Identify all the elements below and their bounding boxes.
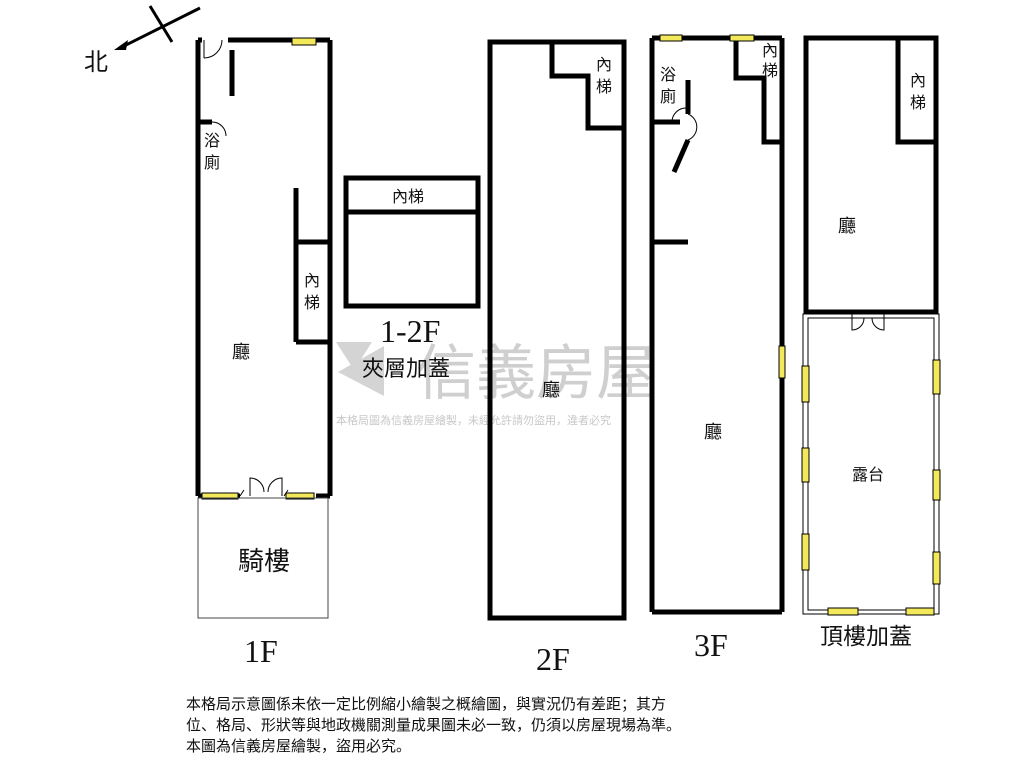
- stairs-label: 梯: [910, 93, 926, 112]
- disclaimer-line: 本格局示意圖係未依一定比例縮小繪製之概繪圖，與實況仍有差距；其方: [186, 695, 667, 713]
- floor-roof: 內 梯 廳 露台 頂樓加蓋: [801, 35, 941, 650]
- floor-label: 1-2F: [380, 313, 440, 349]
- stairs-label: 梯: [762, 61, 778, 80]
- bathroom-label: 廁: [204, 153, 220, 172]
- stairs-label: 梯: [596, 77, 612, 96]
- disclaimer-line: 位、格局、形狀等與地政機關測量成果圖未必一致，仍須以房屋現場為準。: [186, 716, 682, 734]
- balcony-label: 露台: [852, 465, 884, 484]
- north-arrow-head: [114, 40, 128, 50]
- floor-2f: 內 梯 廳 2F: [487, 39, 627, 677]
- bathroom-label: 浴: [204, 131, 220, 150]
- stairs-label: 梯: [304, 293, 320, 312]
- hall-label: 廳: [542, 380, 560, 401]
- stairs-label: 內: [762, 41, 778, 60]
- floor-1f: 浴 廁 內 梯 廳 騎樓 1F: [195, 37, 333, 669]
- north-arrow-crossbar: [148, 5, 174, 43]
- north-label: 北: [84, 48, 108, 76]
- stairs-label: 內: [596, 55, 612, 74]
- north-arrow: 北: [84, 5, 201, 76]
- watermark: 信義房屋 本格局圖為信義房屋繪製，未經允許請勿盜用，違者必究: [336, 339, 656, 427]
- roof-windows: [801, 359, 941, 616]
- arcade-label: 騎樓: [238, 547, 290, 577]
- window: [291, 37, 317, 46]
- bathroom-label: 廁: [660, 87, 676, 106]
- floor-3f-windows: [659, 34, 786, 379]
- disclaimer-text: 本格局示意圖係未依一定比例縮小繪製之概繪圖，與實況仍有差距；其方 位、格局、形狀…: [186, 694, 866, 757]
- floor-2f-walls: [487, 39, 627, 621]
- stairs-label: 內: [304, 271, 320, 290]
- watermark-notice: 本格局圖為信義房屋繪製，未經允許請勿盜用，違者必究: [336, 413, 611, 427]
- floor-3f-doors: [671, 107, 698, 141]
- stairs-label: 內梯: [392, 187, 424, 206]
- hall-label: 廳: [838, 216, 856, 237]
- floor-mezzanine: 內梯 1-2F 夾層加蓋: [343, 175, 481, 382]
- balcony-railing: [802, 313, 940, 615]
- mezzanine-walls: [343, 175, 481, 309]
- floor-sublabel: 夾層加蓋: [362, 357, 450, 382]
- floor-1f-doors: [203, 39, 289, 497]
- floor-1f-front-windows: [201, 492, 315, 500]
- roof-walls: [803, 35, 939, 315]
- roof-balcony-door: [851, 312, 885, 331]
- watermark-brand: 信義房屋: [416, 339, 656, 409]
- stairs-label: 內: [910, 71, 926, 90]
- arcade-outline: [197, 497, 329, 619]
- north-arrow-line: [119, 6, 201, 50]
- disclaimer-line: 本圖為信義房屋繪製，盜用必究。: [186, 737, 412, 755]
- hall-label: 廳: [704, 422, 722, 443]
- floor-label: 頂樓加蓋: [820, 624, 912, 650]
- floor-label: 2F: [536, 641, 570, 677]
- floor-label: 1F: [244, 633, 278, 669]
- hall-label: 廳: [232, 342, 250, 363]
- floor-3f: 浴 廁 內 梯 廳 3F: [649, 34, 786, 663]
- floor-1f-walls: [195, 37, 333, 499]
- brand-logo-mark: [336, 342, 384, 396]
- bathroom-label: 浴: [660, 65, 676, 84]
- floor-label: 3F: [694, 627, 728, 663]
- floor-3f-walls: [649, 35, 785, 615]
